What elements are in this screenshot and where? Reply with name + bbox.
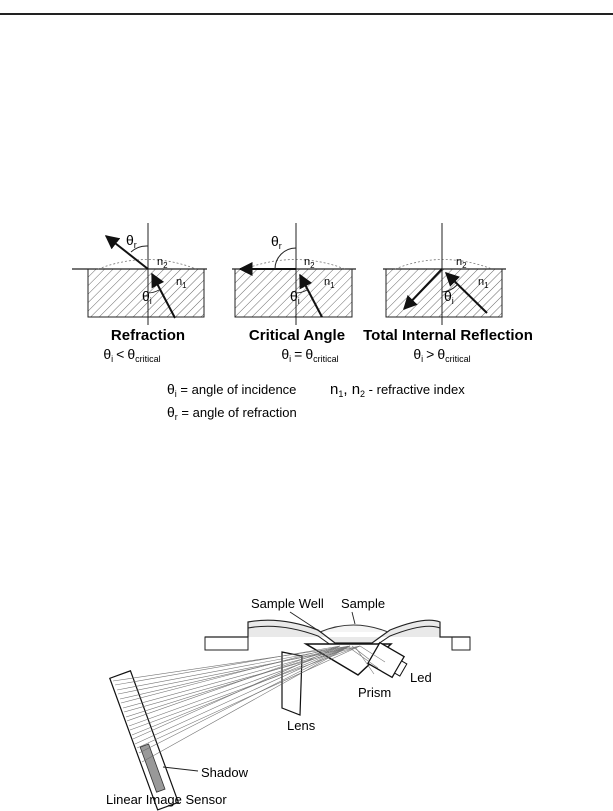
condition-label: θi<θcritical — [103, 346, 160, 364]
legend-refraction: θr = angle of refraction — [167, 404, 297, 422]
n1-label: n1 — [478, 276, 489, 290]
panel-total-internal-reflection: θi n2 n1 Total Internal Reflection θi>θc… — [363, 223, 533, 364]
n1-label: n1 — [176, 276, 187, 290]
sample-drop-outline — [244, 259, 346, 270]
label-sample: Sample — [341, 596, 385, 611]
shadow-leader — [162, 766, 199, 772]
sample-leader — [351, 611, 356, 625]
label-sample-well: Sample Well — [251, 596, 324, 611]
panel-title: Refraction — [111, 327, 185, 344]
panel-title: Total Internal Reflection — [363, 327, 533, 344]
legend: θi = angle of incidence θr = angle of re… — [167, 381, 465, 422]
sample-drop-outline — [97, 259, 197, 270]
n1-label: n1 — [324, 276, 335, 290]
theta-r-label: θr — [126, 232, 137, 250]
incident-ray — [444, 272, 488, 314]
panel-refraction: θr θi n2 n1 Refraction θi<θcritical — [72, 223, 207, 364]
n2-label: n2 — [304, 256, 315, 270]
figure-refractometer-optics: Sample Well Sample Led Prism Lens Shadow… — [106, 596, 471, 811]
figure-refraction-diagrams: θr θi n2 n1 Refraction θi<θcritical θr θ… — [72, 223, 533, 422]
theta-i-arc — [295, 289, 308, 294]
condition-label: θi=θcritical — [281, 346, 338, 364]
label-prism: Prism — [358, 685, 391, 700]
light-rays — [112, 645, 386, 763]
linear-image-sensor — [109, 670, 180, 811]
incident-ray — [299, 273, 323, 318]
theta-i-arc — [147, 289, 160, 294]
top-rule — [0, 13, 613, 15]
theta-r-label: θr — [271, 233, 282, 251]
led — [366, 641, 408, 679]
incident-ray — [151, 272, 176, 319]
medium-n1-block — [87, 268, 205, 318]
theta-r-arc — [130, 245, 149, 253]
shadow-region — [139, 743, 166, 793]
n2-label: n2 — [456, 256, 467, 270]
lens — [281, 651, 303, 716]
housing-left-foot — [204, 636, 249, 651]
legend-incidence: θi = angle of incidence — [167, 381, 296, 399]
label-shadow: Shadow — [201, 765, 249, 780]
theta-i-label: θi — [444, 288, 454, 306]
label-lens: Lens — [287, 718, 316, 733]
refracted-ray — [104, 235, 149, 270]
panel-critical-angle: θr θi n2 n1 Critical Angle θi=θcritical — [232, 223, 356, 364]
sample-drop-outline — [394, 259, 493, 270]
theta-i-label: θi — [142, 288, 152, 306]
panel-title: Critical Angle — [249, 327, 345, 344]
sample-well-leader — [289, 611, 323, 634]
condition-label: θi>θcritical — [413, 346, 470, 364]
housing-right-foot — [451, 636, 471, 651]
theta-r-arc — [274, 247, 297, 270]
theta-i-label: θi — [290, 288, 300, 306]
medium-n1-block — [234, 268, 353, 318]
n2-label: n2 — [157, 256, 168, 270]
label-linear-image-sensor: Linear Image Sensor — [106, 792, 227, 807]
legend-refractive-index: n1, n2 - refractive index — [330, 381, 465, 399]
reflected-ray — [403, 268, 443, 311]
label-led: Led — [410, 670, 432, 685]
theta-i-arc — [441, 284, 458, 293]
sample-drop — [319, 624, 389, 633]
